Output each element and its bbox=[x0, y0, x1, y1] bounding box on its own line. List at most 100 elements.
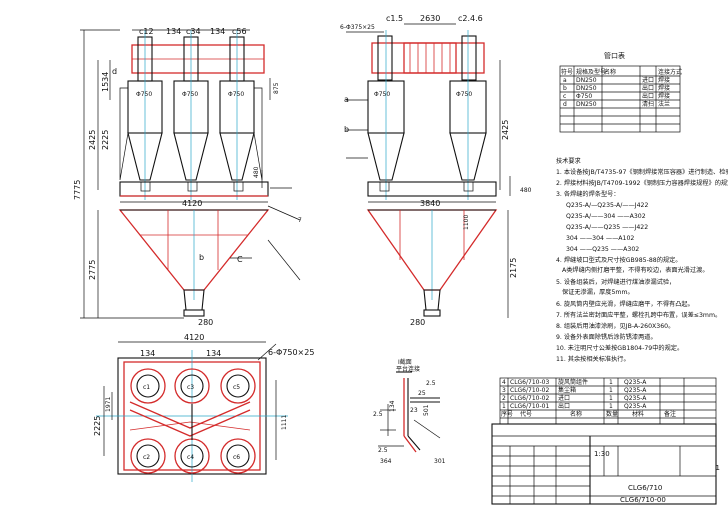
front-left-dim-4: 2225 bbox=[101, 130, 110, 150]
plan-top-dim-3: 134 bbox=[206, 349, 221, 358]
part-row3-no: 2 bbox=[502, 395, 506, 402]
front-top-dim-1: c12 bbox=[139, 27, 154, 36]
front-top-dim-2: 134 bbox=[166, 27, 181, 36]
note-line-15: 8. 组装后用油漆涂刷，见JB-A-260X360。 bbox=[556, 322, 674, 330]
front-left-dim-total: 7775 bbox=[73, 180, 82, 200]
front-right-dim-1: 875 bbox=[273, 82, 280, 94]
front-left-dim-5: 2775 bbox=[88, 260, 97, 280]
detail-dim-6: 2.5 bbox=[373, 411, 383, 418]
part-row4-code: CLG6/710-01 bbox=[510, 403, 549, 410]
nozzle-header-spec: 规格及型号 bbox=[576, 68, 606, 76]
nozzle-table-title: 管口表 bbox=[604, 51, 625, 60]
detail-dim-9: 301 bbox=[434, 458, 446, 465]
nozzle-row2-name: 出口 bbox=[642, 84, 654, 92]
note-line-11: 5. 设备组装后，对焊缝进行煤油渗漏试验， bbox=[556, 278, 675, 286]
nozzle-row4-spec: DN250 bbox=[576, 101, 597, 108]
detail-dim-1: 2.5 bbox=[426, 380, 436, 387]
side-top-dim-2: c1.5 bbox=[386, 14, 403, 23]
nozzle-header-name: 名称 bbox=[604, 68, 616, 76]
side-view bbox=[346, 23, 511, 318]
part-row3-mat: Q235-A bbox=[624, 395, 647, 402]
nozzle-row3-name: 出口 bbox=[642, 92, 654, 100]
front-right-dim-2: 480 bbox=[253, 166, 260, 178]
nozzle-row4-conn: 法兰 bbox=[658, 100, 670, 108]
part-row1-no: 4 bbox=[502, 379, 506, 386]
nozzle-row1-conn: 焊接 bbox=[658, 76, 670, 84]
detail-i-view: I截面 平台连接 2.5 25 134 23 501 2.5 2.5 364 3… bbox=[373, 358, 446, 465]
note-line-5: Q235-A/——304 ——A302 bbox=[566, 213, 646, 220]
note-line-4: Q235-A/—Q235-A/——J422 bbox=[566, 202, 648, 209]
nozzle-row3-conn: 焊接 bbox=[658, 92, 670, 100]
plan-circle-c6 bbox=[220, 438, 256, 474]
part-row4-mat: Q235-A bbox=[624, 403, 647, 410]
side-right-dim-4: 2175 bbox=[509, 258, 518, 278]
plan-circle-c1 bbox=[130, 368, 166, 404]
detail-sub: 平台连接 bbox=[396, 365, 420, 373]
plan-label-c3: c3 bbox=[187, 384, 194, 391]
nozzle-table: 管口表 符号 规格及型号 名称 连接方式 a DN250 进口 焊接 b DN2… bbox=[559, 51, 682, 133]
part-row1-name: 旋风筒组件 bbox=[558, 378, 588, 386]
side-dia-2: Φ750 bbox=[456, 91, 472, 98]
front-view-labels: c12 134 c34 134 c56 Φ750 Φ750 Φ750 7775 … bbox=[73, 27, 302, 327]
nozzle-row4-name: 清扫 bbox=[642, 100, 654, 108]
detail-dim-4: 23 bbox=[410, 407, 418, 414]
note-line-10: A类焊缝内侧打磨平整，不得有咬边，表面光滑过渡。 bbox=[562, 266, 709, 274]
parts-header-mat: 材料 bbox=[632, 410, 644, 418]
side-cyclone-1 bbox=[367, 30, 405, 200]
part-row3-qty: 1 bbox=[609, 395, 613, 402]
detail-dim-8: 364 bbox=[380, 458, 392, 465]
plan-circle-c5 bbox=[220, 368, 256, 404]
side-top-duct bbox=[403, 42, 457, 74]
nozzle-row1-spec: DN250 bbox=[576, 77, 597, 84]
nozzle-row3-spec: Φ750 bbox=[576, 93, 592, 100]
parts-header-note: 备注 bbox=[664, 410, 676, 418]
plan-left-dim-2: 1971 bbox=[105, 397, 112, 412]
part-row2-name: 集尘箱 bbox=[558, 386, 576, 394]
parts-list: 4 CLG6/710-03 旋风筒组件 1 Q235-A 3 CLG6/710-… bbox=[499, 377, 717, 425]
part-row1-qty: 1 bbox=[609, 379, 613, 386]
front-letter-b: b bbox=[199, 253, 204, 262]
plan-label-c5: c5 bbox=[233, 384, 240, 391]
front-cyclone-3 bbox=[219, 30, 255, 200]
plan-note-dim: 6-Φ750×25 bbox=[268, 348, 314, 357]
part-row4-name: 出口 bbox=[558, 402, 570, 410]
side-right-dim-3: 1100 bbox=[463, 215, 470, 230]
part-row2-no: 3 bbox=[502, 387, 506, 394]
note-line-18: 11. 其余按相关标准执行。 bbox=[556, 355, 630, 363]
note-line-1: 1. 本设备按JB/T4735-97《钢制焊接常压容器》进行制造、检验和验收。 bbox=[556, 168, 728, 176]
note-line-12: 保证无渗漏，厚度5mm。 bbox=[562, 288, 634, 296]
plan-view-labels: 134 4120 134 6-Φ750×25 2225 1971 1111 c1… bbox=[93, 333, 314, 461]
side-right-dim-1: 2425 bbox=[501, 120, 510, 140]
front-mid-dim: 4120 bbox=[182, 199, 202, 208]
nozzle-row3-sym: c bbox=[563, 93, 566, 100]
plan-top-dim-1: 134 bbox=[140, 349, 155, 358]
front-dia-1: Φ750 bbox=[136, 91, 152, 98]
plan-top-dim-2: 4120 bbox=[184, 333, 204, 342]
plan-right-dim: 1111 bbox=[281, 415, 288, 430]
title-drawing-no: CLG6/710-00 bbox=[620, 496, 666, 504]
nozzle-row4-sym: d bbox=[563, 101, 567, 108]
note-line-7: 304 ——304 ——A102 bbox=[566, 235, 634, 242]
part-row4-no: 1 bbox=[502, 403, 506, 410]
notes-heading: 技术要求 bbox=[556, 157, 581, 165]
front-left-dim-2: 1534 bbox=[101, 72, 110, 92]
side-cyclone-2 bbox=[449, 30, 487, 200]
note-line-14: 7. 所有法兰密封面应平整，螺栓孔跨中布置，误差≤3mm。 bbox=[556, 311, 721, 319]
title-scale: 1:30 bbox=[594, 450, 610, 458]
parts-header-code: 代号 bbox=[520, 410, 532, 418]
front-dia-2: Φ750 bbox=[182, 91, 198, 98]
front-cyclone-1 bbox=[127, 30, 163, 200]
part-row1-mat: Q235-A bbox=[624, 379, 647, 386]
nozzle-header-sym: 符号 bbox=[561, 68, 573, 76]
technical-notes: 技术要求 1. 本设备按JB/T4735-97《钢制焊接常压容器》进行制造、检验… bbox=[556, 157, 728, 363]
front-letter-7: 7 bbox=[298, 217, 302, 224]
nozzle-row1-name: 进口 bbox=[642, 76, 654, 84]
side-top-dim-4: c2.4.6 bbox=[458, 14, 483, 23]
note-line-17: 10. 未注明尺寸公差按GB1804-79中的规定。 bbox=[556, 344, 683, 352]
detail-dim-2: 25 bbox=[418, 390, 426, 397]
front-bottom-dim: 280 bbox=[198, 318, 213, 327]
side-letter-a: a bbox=[344, 95, 349, 104]
side-letter-b: b bbox=[344, 125, 349, 134]
parts-header-name: 名称 bbox=[570, 410, 582, 418]
